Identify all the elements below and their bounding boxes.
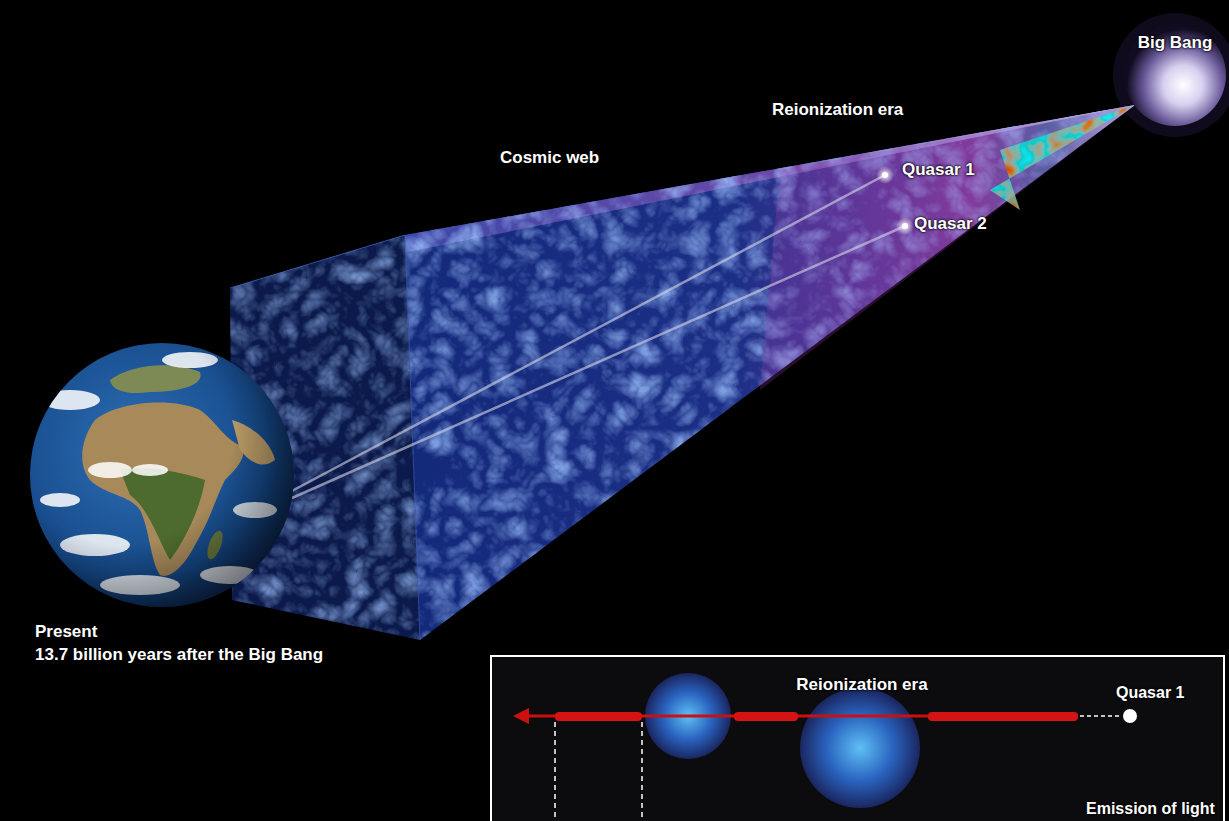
time-label: 13.7 billion years after the Big Bang: [35, 645, 323, 665]
region-label: Cosmic web: [500, 148, 599, 168]
time-label: Present: [35, 622, 97, 642]
quasar-label: Quasar 1: [1116, 683, 1184, 702]
quasar-label: Quasar 1: [902, 160, 975, 180]
sphere-label: Big Bang: [1138, 33, 1213, 53]
big-bang-sphere: Big Bang: [1123, 23, 1227, 127]
inset-panel: Reionization era Quasar 1 Emission of ligh…: [490, 655, 1225, 821]
panel-note: Emission of light: [1086, 799, 1215, 818]
quasar-label: Quasar 2: [914, 214, 987, 234]
era-label: Reionization era: [772, 100, 903, 120]
era-label: Reionization era: [796, 675, 927, 695]
